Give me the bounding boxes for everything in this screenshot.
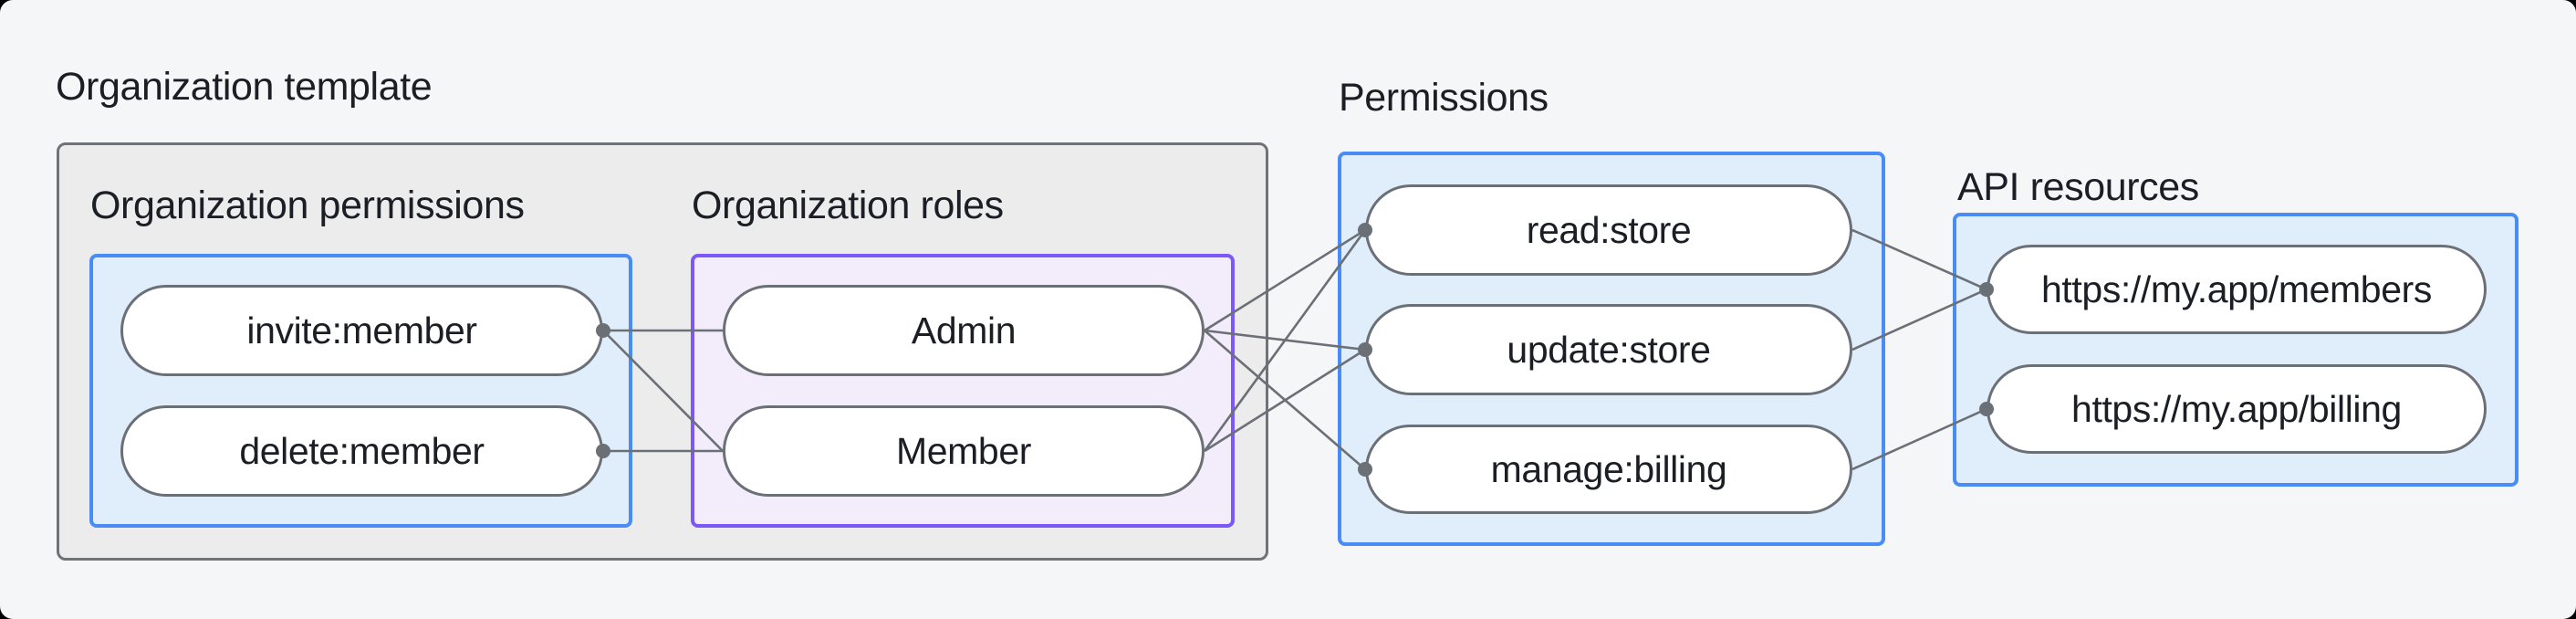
node-members-resource: https://my.app/members bbox=[1987, 245, 2487, 334]
node-admin: Admin bbox=[723, 285, 1205, 376]
node-read-store: read:store bbox=[1365, 184, 1852, 276]
node-manage-billing: manage:billing bbox=[1365, 425, 1852, 514]
node-member: Member bbox=[723, 405, 1205, 497]
api-resources-label: API resources bbox=[1957, 165, 2199, 209]
node-delete-member: delete:member bbox=[120, 405, 603, 497]
node-update-store: update:store bbox=[1365, 304, 1852, 395]
organization-permissions-label: Organization permissions bbox=[90, 184, 525, 227]
organization-roles-label: Organization roles bbox=[692, 184, 1004, 227]
node-invite-member: invite:member bbox=[120, 285, 603, 376]
node-billing-resource: https://my.app/billing bbox=[1987, 364, 2487, 454]
organization-template-label: Organization template bbox=[56, 65, 433, 109]
permissions-label: Permissions bbox=[1339, 76, 1549, 120]
